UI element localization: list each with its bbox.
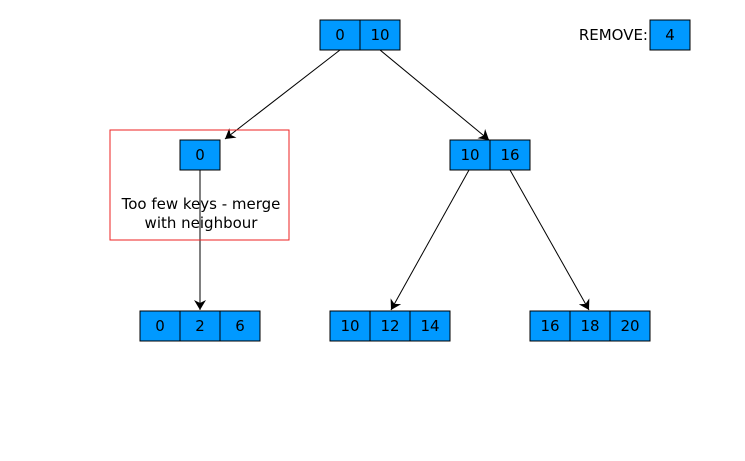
key-label: 2 [195,317,205,335]
key-label: 0 [335,26,345,44]
key-label: 12 [380,317,399,335]
key-label: 0 [195,146,205,164]
key-cell [359,19,401,51]
annotation-line-2: with neighbour [145,214,259,232]
key-cell [329,310,371,342]
edge-root-to-left-internal [224,49,341,140]
key-label: 0 [155,317,165,335]
key-cell [179,310,221,342]
key-label: 10 [340,317,359,335]
operation-key-label: 4 [665,26,675,44]
key-cell [569,310,611,342]
key-label: 14 [420,317,439,335]
operation-label: REMOVE: [579,26,648,44]
key-cell [219,310,261,342]
key-label: 20 [620,317,639,335]
node-right-internal: 10 16 [449,139,531,171]
annotation-line-1: Too few keys - merge [121,195,281,213]
key-cell [609,310,651,342]
key-cell [319,19,361,51]
key-label: 16 [500,146,519,164]
key-label: 6 [235,317,245,335]
key-cell [449,139,491,171]
key-label: 18 [580,317,599,335]
operation-key-cell [649,19,691,51]
key-label: 10 [460,146,479,164]
node-leaf-right: 16 18 20 [529,310,651,342]
edge-layer [194,49,590,311]
edge-root-to-right-internal [379,49,490,141]
key-label: 16 [540,317,559,335]
operation-indicator: REMOVE: 4 [579,19,691,51]
key-label: 10 [370,26,389,44]
key-cell [409,310,451,342]
edge-right-internal-to-leaf-right [509,169,590,311]
node-leaf-left: 0 2 6 [139,310,261,342]
edge-right-internal-to-leaf-middle [390,169,470,311]
underflow-highlight-box [109,129,290,241]
node-root: 0 10 [319,19,401,51]
key-cell [179,139,221,171]
node-left-internal: 0 [179,139,221,171]
node-leaf-middle: 10 12 14 [329,310,451,342]
key-cell [489,139,531,171]
key-cell [139,310,181,342]
